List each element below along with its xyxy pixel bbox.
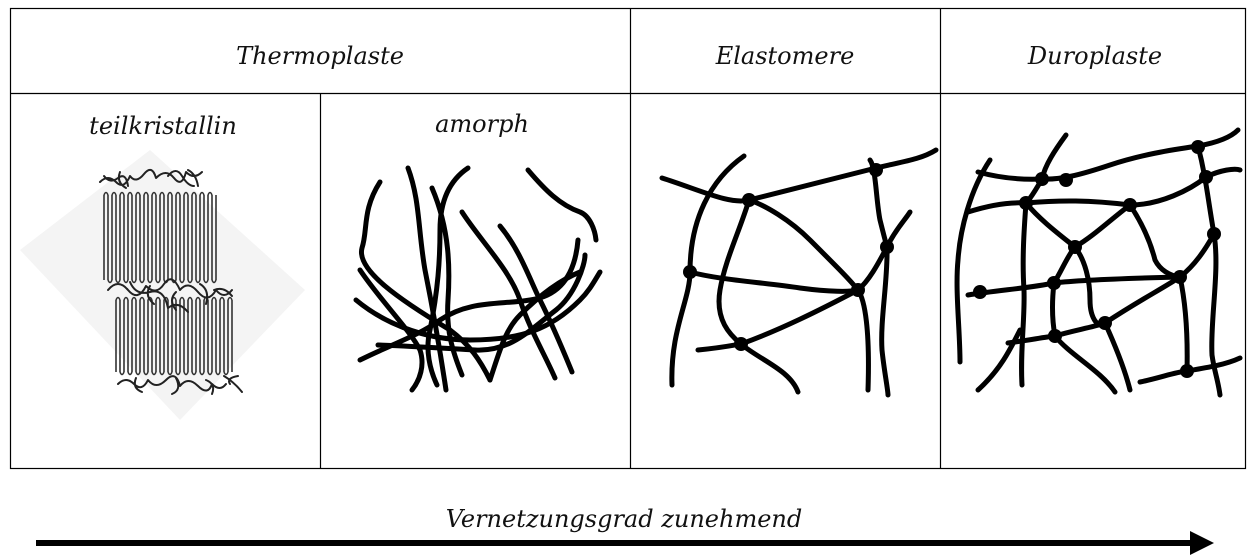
- duroplaste-illustration: [957, 130, 1240, 395]
- crosslink-node: [1035, 172, 1049, 186]
- subheader-amorph: amorph: [435, 110, 529, 138]
- crosslink-node: [869, 163, 883, 177]
- crosslink-node: [1059, 173, 1073, 187]
- header-duroplaste: Duroplaste: [1027, 42, 1162, 70]
- crosslink-node: [742, 193, 756, 207]
- crosslink-node: [880, 240, 894, 254]
- crosslink-node: [1173, 270, 1187, 284]
- crosslink-node: [683, 265, 697, 279]
- crosslink-node: [1098, 316, 1112, 330]
- crosslink-node: [1207, 227, 1221, 241]
- elastomer-chain-5: [690, 212, 910, 291]
- amorph-illustration: [356, 168, 600, 390]
- duroplast-chain-3: [957, 160, 990, 362]
- header-thermoplaste: Thermoplaste: [236, 42, 404, 70]
- crosslink-node: [1199, 170, 1213, 184]
- lamella-upper: [104, 195, 216, 280]
- crosslink-node: [1180, 364, 1194, 378]
- crosslink-node: [1019, 196, 1033, 210]
- crosslink-node: [1123, 198, 1137, 212]
- elastomer-chain-1: [662, 150, 936, 201]
- crosslink-node: [851, 283, 865, 297]
- crosslink-node: [1047, 276, 1061, 290]
- arrow-head: [1190, 531, 1214, 555]
- duroplast-chain-12: [1053, 283, 1115, 392]
- crosslink-node: [1191, 140, 1205, 154]
- crosslink-node: [973, 285, 987, 299]
- elastomer-chain-4: [719, 200, 798, 392]
- header-elastomere: Elastomere: [715, 42, 855, 70]
- crosslink-node: [1068, 240, 1082, 254]
- duroplast-chain-9: [1075, 205, 1130, 247]
- crosslink-node: [1048, 329, 1062, 343]
- crosslinking-caption: Vernetzungsgrad zunehmend: [446, 505, 802, 533]
- duroplast-chain-13: [978, 330, 1020, 390]
- elastomer-chain-7: [870, 160, 888, 395]
- crosslink-node: [734, 337, 748, 351]
- amorph-chain-9: [528, 170, 596, 240]
- teilkristallin-illustration: [20, 150, 305, 420]
- subheader-teilkristallin: teilkristallin: [89, 112, 237, 140]
- duroplast-chain-5: [1026, 203, 1130, 390]
- elastomere-illustration: [662, 150, 936, 395]
- increasing-arrow: [36, 531, 1214, 555]
